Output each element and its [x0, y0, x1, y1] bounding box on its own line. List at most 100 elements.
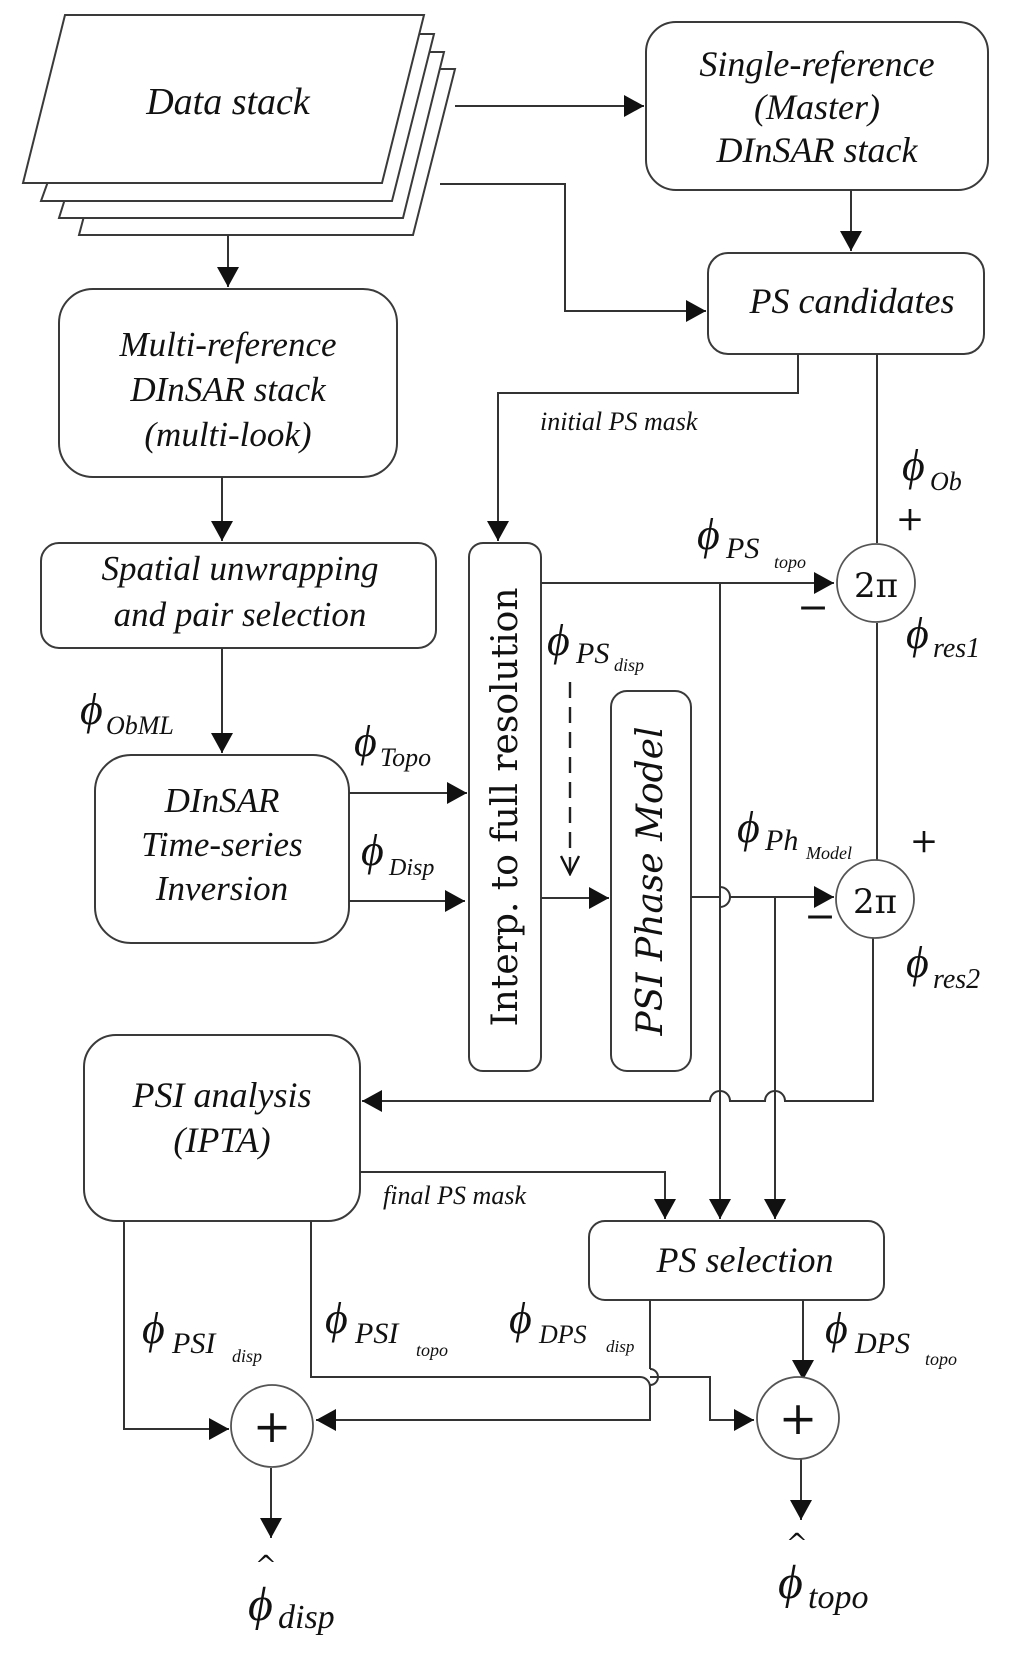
data-stack-block: Data stack — [21, 14, 457, 236]
phi-glyph: ϕ — [361, 826, 384, 875]
phi-glyph: ϕ — [325, 1294, 348, 1343]
phi-dps-subscript: DPS — [854, 1327, 910, 1360]
phi-res2-subscript: res2 — [933, 964, 980, 995]
timeseries-line-2: Time-series — [141, 825, 302, 864]
phi-glyph: ϕ — [906, 938, 929, 987]
ps-selection-block: PS selection — [588, 1220, 885, 1301]
phi-glyph: ϕ — [825, 1304, 848, 1353]
edge-stack-to-ps-candidates — [440, 183, 706, 322]
initial-ps-mask-label: initial PS mask — [540, 407, 698, 436]
phi-dps-subscript: DPS — [538, 1320, 587, 1349]
phi-glyph: ϕ — [248, 1578, 273, 1631]
phi-topo-subscript: Topo — [380, 743, 431, 772]
phi-glyph: ϕ — [142, 1304, 165, 1353]
phi-glyph: ϕ — [737, 803, 760, 852]
timeseries-line-1: DInSAR — [164, 781, 280, 820]
multi-reference-block: Multi-reference DInSAR stack (multi-look… — [58, 288, 398, 478]
phi-glyph: ϕ — [354, 717, 377, 766]
phi-disp-output-subscript: disp — [278, 1599, 335, 1636]
edge-dps-disp-jump — [649, 1368, 659, 1386]
wrap-node-1-label: 2π — [854, 566, 898, 606]
phi-obml-subscript: ObML — [106, 711, 174, 740]
wrap-node-2: 2π — [835, 859, 915, 939]
phi-psi-disp-label: ϕ PSI disp — [142, 1304, 262, 1366]
psi-analysis-line-2: (IPTA) — [173, 1120, 270, 1160]
ps-selection-label: PS selection — [656, 1240, 834, 1280]
phi-dps-topo-subsubscript: topo — [925, 1349, 957, 1369]
phi-ph-subscript: Ph — [764, 824, 798, 857]
phi-glyph: ϕ — [547, 616, 570, 665]
edge-model-jump — [691, 886, 731, 908]
phi-glyph: ϕ — [778, 1556, 803, 1609]
phi-dps-disp-label: ϕ DPS disp — [509, 1294, 634, 1356]
wrap1-plus-sign: + — [896, 499, 925, 539]
multi-ref-line-2: DInSAR stack — [129, 370, 327, 409]
spatial-unwrapping-block: Spatial unwrapping and pair selection — [40, 542, 437, 649]
sum-node-1: + — [230, 1384, 314, 1468]
phi-psi-topo-subsubscript: topo — [416, 1340, 448, 1360]
ps-candidates-label: PS candidates — [749, 281, 955, 321]
phi-glyph: ϕ — [697, 510, 720, 559]
phi-glyph: ϕ — [80, 685, 103, 734]
phi-ph-model-subsubscript: Model — [805, 843, 852, 863]
single-ref-line-2: (Master) — [754, 87, 880, 127]
interp-label: Interp. to full resolution — [485, 587, 526, 1026]
sum-node-2: + — [756, 1376, 840, 1460]
phi-ps-disp-label: ϕ PS disp — [547, 616, 644, 675]
phi-disp-label: ϕ Disp — [361, 826, 434, 881]
phi-ps-disp-subsubscript: disp — [614, 655, 644, 675]
phi-dps-disp-subsubscript: disp — [606, 1337, 634, 1356]
timeseries-inversion-block: DInSAR Time-series Inversion — [94, 754, 350, 944]
psi-analysis-block: PSI analysis (IPTA) — [83, 1034, 361, 1222]
spatial-unwrap-line-1: Spatial unwrapping — [101, 549, 378, 588]
phi-res2-label: ϕ res2 — [906, 938, 980, 995]
hat-glyph: ^ — [255, 1551, 277, 1581]
sum-node-1-label: + — [253, 1399, 292, 1453]
spatial-unwrap-line-2: and pair selection — [114, 595, 367, 634]
sum-node-2-label: + — [779, 1391, 818, 1445]
phi-topo-output-subscript: topo — [808, 1579, 868, 1616]
data-stack-label: Data stack — [145, 81, 311, 123]
phi-ps-subscript: PS — [575, 637, 609, 670]
edge-final-mask — [360, 1171, 676, 1219]
phi-ob-label: ϕ Ob — [902, 441, 962, 496]
hat-glyph: ^ — [786, 1529, 808, 1559]
edge-initial-mask — [487, 354, 799, 541]
phi-glyph: ϕ — [509, 1294, 532, 1343]
psi-phase-model-block: PSI Phase Model — [610, 690, 692, 1072]
timeseries-line-3: Inversion — [155, 869, 288, 908]
wrap-node-2-label: 2π — [853, 882, 897, 922]
final-ps-mask-label: final PS mask — [383, 1181, 526, 1210]
wrap2-plus-sign: + — [910, 821, 939, 861]
ps-candidates-block: PS candidates — [707, 252, 985, 355]
phi-ps-subscript: PS — [725, 532, 759, 565]
multi-ref-line-1: Multi-reference — [118, 325, 336, 364]
phi-disp-subscript: Disp — [388, 855, 434, 881]
phi-ps-topo-subsubscript: topo — [774, 552, 806, 572]
interp-full-resolution-block: Interp. to full resolution — [468, 542, 542, 1072]
phi-res1-subscript: res1 — [933, 633, 980, 664]
phi-psi-subscript: PSI — [171, 1327, 217, 1360]
phi-glyph: ϕ — [902, 441, 925, 490]
phi-ob-subscript: Ob — [930, 467, 962, 496]
edge-psi-topo-to-sum2 — [650, 1376, 754, 1431]
phi-psi-subscript: PSI — [354, 1317, 400, 1350]
phase-model-label: PSI Phase Model — [630, 726, 671, 1036]
phi-psi-disp-subsubscript: disp — [232, 1346, 262, 1366]
edge-dps-disp-to-sum1 — [316, 1385, 651, 1431]
single-reference-block: Single-reference (Master) DInSAR stack — [645, 21, 989, 191]
edge-res2-to-psi — [362, 937, 874, 1102]
phi-glyph: ϕ — [906, 609, 929, 658]
phi-res1-label: ϕ res1 — [906, 609, 980, 664]
phi-hat-disp-output: ^ ϕ disp — [248, 1551, 335, 1636]
stack-sheet-1 — [21, 14, 426, 184]
multi-ref-line-3: (multi-look) — [144, 415, 311, 454]
phi-hat-topo-output: ^ ϕ topo — [778, 1529, 868, 1616]
phi-ps-topo-label: ϕ PS topo — [697, 510, 806, 572]
wrap2-minus-sign: − — [804, 894, 836, 938]
single-ref-line-3: DInSAR stack — [716, 130, 919, 170]
phi-psi-topo-label: ϕ PSI topo — [325, 1294, 448, 1360]
phi-dps-topo-label: ϕ DPS topo — [825, 1304, 957, 1369]
wrap-node-1: 2π — [836, 543, 916, 623]
